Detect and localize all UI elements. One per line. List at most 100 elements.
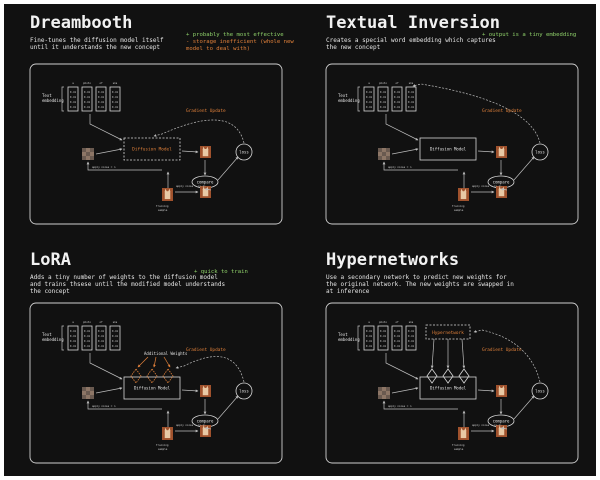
embedding-value: 0.41 bbox=[84, 329, 91, 333]
embedding-value: 0.41 bbox=[366, 105, 373, 109]
target-to-compare-arrow bbox=[204, 188, 212, 191]
embedding-value: 0.41 bbox=[394, 95, 401, 99]
embedding-value: 0.41 bbox=[70, 100, 77, 104]
embedding-column bbox=[109, 86, 121, 112]
training-sample-label: sample bbox=[158, 208, 168, 212]
embedding-label: Text bbox=[42, 93, 52, 98]
panel-description-line: at inference bbox=[326, 288, 370, 295]
panel-title: Hypernetworks bbox=[326, 250, 459, 270]
noisy-input-image-noise bbox=[386, 395, 390, 399]
model-output-image-face bbox=[202, 388, 209, 396]
weight-diamond bbox=[162, 368, 174, 384]
panel-description-line: Use a secondary network to predict new w… bbox=[326, 274, 507, 281]
embedding-column bbox=[363, 325, 375, 351]
token-label: sks bbox=[409, 81, 414, 85]
training-sample-image bbox=[162, 188, 173, 201]
token-label: photo bbox=[83, 81, 91, 85]
model-output-image-ear-left bbox=[202, 146, 205, 150]
embedding-column bbox=[405, 325, 417, 351]
noisy-input-image-noise bbox=[86, 391, 90, 395]
embedding-value: 0.41 bbox=[98, 90, 105, 94]
model-to-output-arrow bbox=[181, 150, 199, 154]
embedding-value: 0.41 bbox=[84, 339, 91, 343]
noisy-input-image-noise bbox=[386, 148, 390, 152]
panel-description-line: Adds a tiny number of weights to the dif… bbox=[30, 274, 218, 281]
embedding-value: 0.41 bbox=[70, 105, 77, 109]
embedding-value: 0.41 bbox=[380, 329, 387, 333]
training-sample-image bbox=[458, 427, 469, 440]
training-sample-image-face bbox=[460, 191, 467, 200]
noisy-input-image-noise bbox=[90, 148, 94, 152]
noisy-input-image-noise bbox=[386, 387, 390, 391]
token-label: a bbox=[368, 82, 370, 85]
token-label: sks bbox=[409, 320, 414, 324]
noisy-input-image-noise bbox=[86, 148, 90, 152]
apply-noise-arrow bbox=[382, 400, 458, 410]
model-output-image bbox=[496, 385, 507, 397]
model-output-image-face bbox=[202, 149, 209, 157]
weight-diamond bbox=[146, 368, 158, 384]
embedding-bracket bbox=[61, 325, 64, 351]
noisy-to-model-arrow bbox=[95, 148, 123, 155]
noisy-to-model-arrow bbox=[95, 387, 123, 394]
embedding-column bbox=[391, 325, 403, 351]
noisy-to-model-arrow bbox=[391, 148, 419, 155]
apply-noise-label: apply noise = n bbox=[388, 165, 412, 169]
noisy-input-image-noise bbox=[382, 148, 386, 152]
training-sample-label: sample bbox=[454, 208, 464, 212]
loss-label: loss bbox=[535, 389, 545, 394]
compare-to-loss-arrow bbox=[217, 395, 239, 420]
embedding-value: 0.41 bbox=[394, 334, 401, 338]
apply-noise-arrow bbox=[382, 161, 458, 171]
apply-noise-arrow bbox=[86, 400, 162, 410]
gradient-update-arrow bbox=[412, 83, 541, 144]
embedding-value: 0.41 bbox=[84, 344, 91, 348]
embedding-value: 0.41 bbox=[408, 344, 415, 348]
embedding-value: 0.41 bbox=[408, 339, 415, 343]
embedding-column bbox=[95, 325, 107, 351]
embedding-value: 0.41 bbox=[366, 329, 373, 333]
loss-label: loss bbox=[535, 150, 545, 155]
training-sample-image-ear-right bbox=[464, 188, 467, 192]
embedding-bracket bbox=[61, 86, 64, 112]
noisy-input-image-noise bbox=[382, 156, 386, 160]
model-output-image-face bbox=[498, 388, 505, 396]
panel-description-line: the concept bbox=[30, 288, 70, 295]
compare-to-loss-arrow bbox=[513, 395, 535, 420]
embedding-label: Text bbox=[42, 332, 52, 337]
noisy-input-image-noise bbox=[90, 391, 94, 395]
token-label: of bbox=[99, 320, 103, 324]
loss-node bbox=[235, 143, 253, 161]
gradient-update-arrow bbox=[153, 119, 245, 144]
embedding-label: embedding bbox=[338, 98, 360, 103]
loss-label: loss bbox=[239, 150, 249, 155]
compare-to-loss-arrow bbox=[217, 156, 239, 181]
noisy-input-image-noise bbox=[382, 152, 386, 156]
diffusion-model-label: Diffusion Model bbox=[134, 386, 171, 391]
panel-frame bbox=[325, 302, 579, 464]
training-sample-image-ear-left bbox=[460, 188, 463, 192]
embedding-value: 0.41 bbox=[408, 334, 415, 338]
gradient-update-label: Gradient Update bbox=[482, 108, 522, 114]
embedding-value: 0.41 bbox=[408, 329, 415, 333]
training-sample-label: Training bbox=[156, 204, 169, 208]
embedding-value: 0.41 bbox=[366, 95, 373, 99]
training-sample-image bbox=[162, 427, 173, 440]
panel-description-line: the new concept bbox=[326, 44, 381, 51]
embedding-value: 0.41 bbox=[380, 339, 387, 343]
panel-description-line: Fine-tunes the diffusion model itself bbox=[30, 37, 164, 44]
embedding-value: 0.41 bbox=[366, 339, 373, 343]
embedding-label: embedding bbox=[42, 98, 64, 103]
embedding-column bbox=[81, 86, 93, 112]
training-sample-image-face bbox=[460, 430, 467, 439]
training-sample-label: Training bbox=[452, 204, 465, 208]
embedding-value: 0.41 bbox=[112, 344, 119, 348]
noise-target-image-face bbox=[202, 189, 209, 197]
embedding-column bbox=[377, 325, 389, 351]
embedding-value: 0.41 bbox=[70, 329, 77, 333]
embedding-value: 0.41 bbox=[98, 105, 105, 109]
training-sample-label: sample bbox=[454, 447, 464, 451]
